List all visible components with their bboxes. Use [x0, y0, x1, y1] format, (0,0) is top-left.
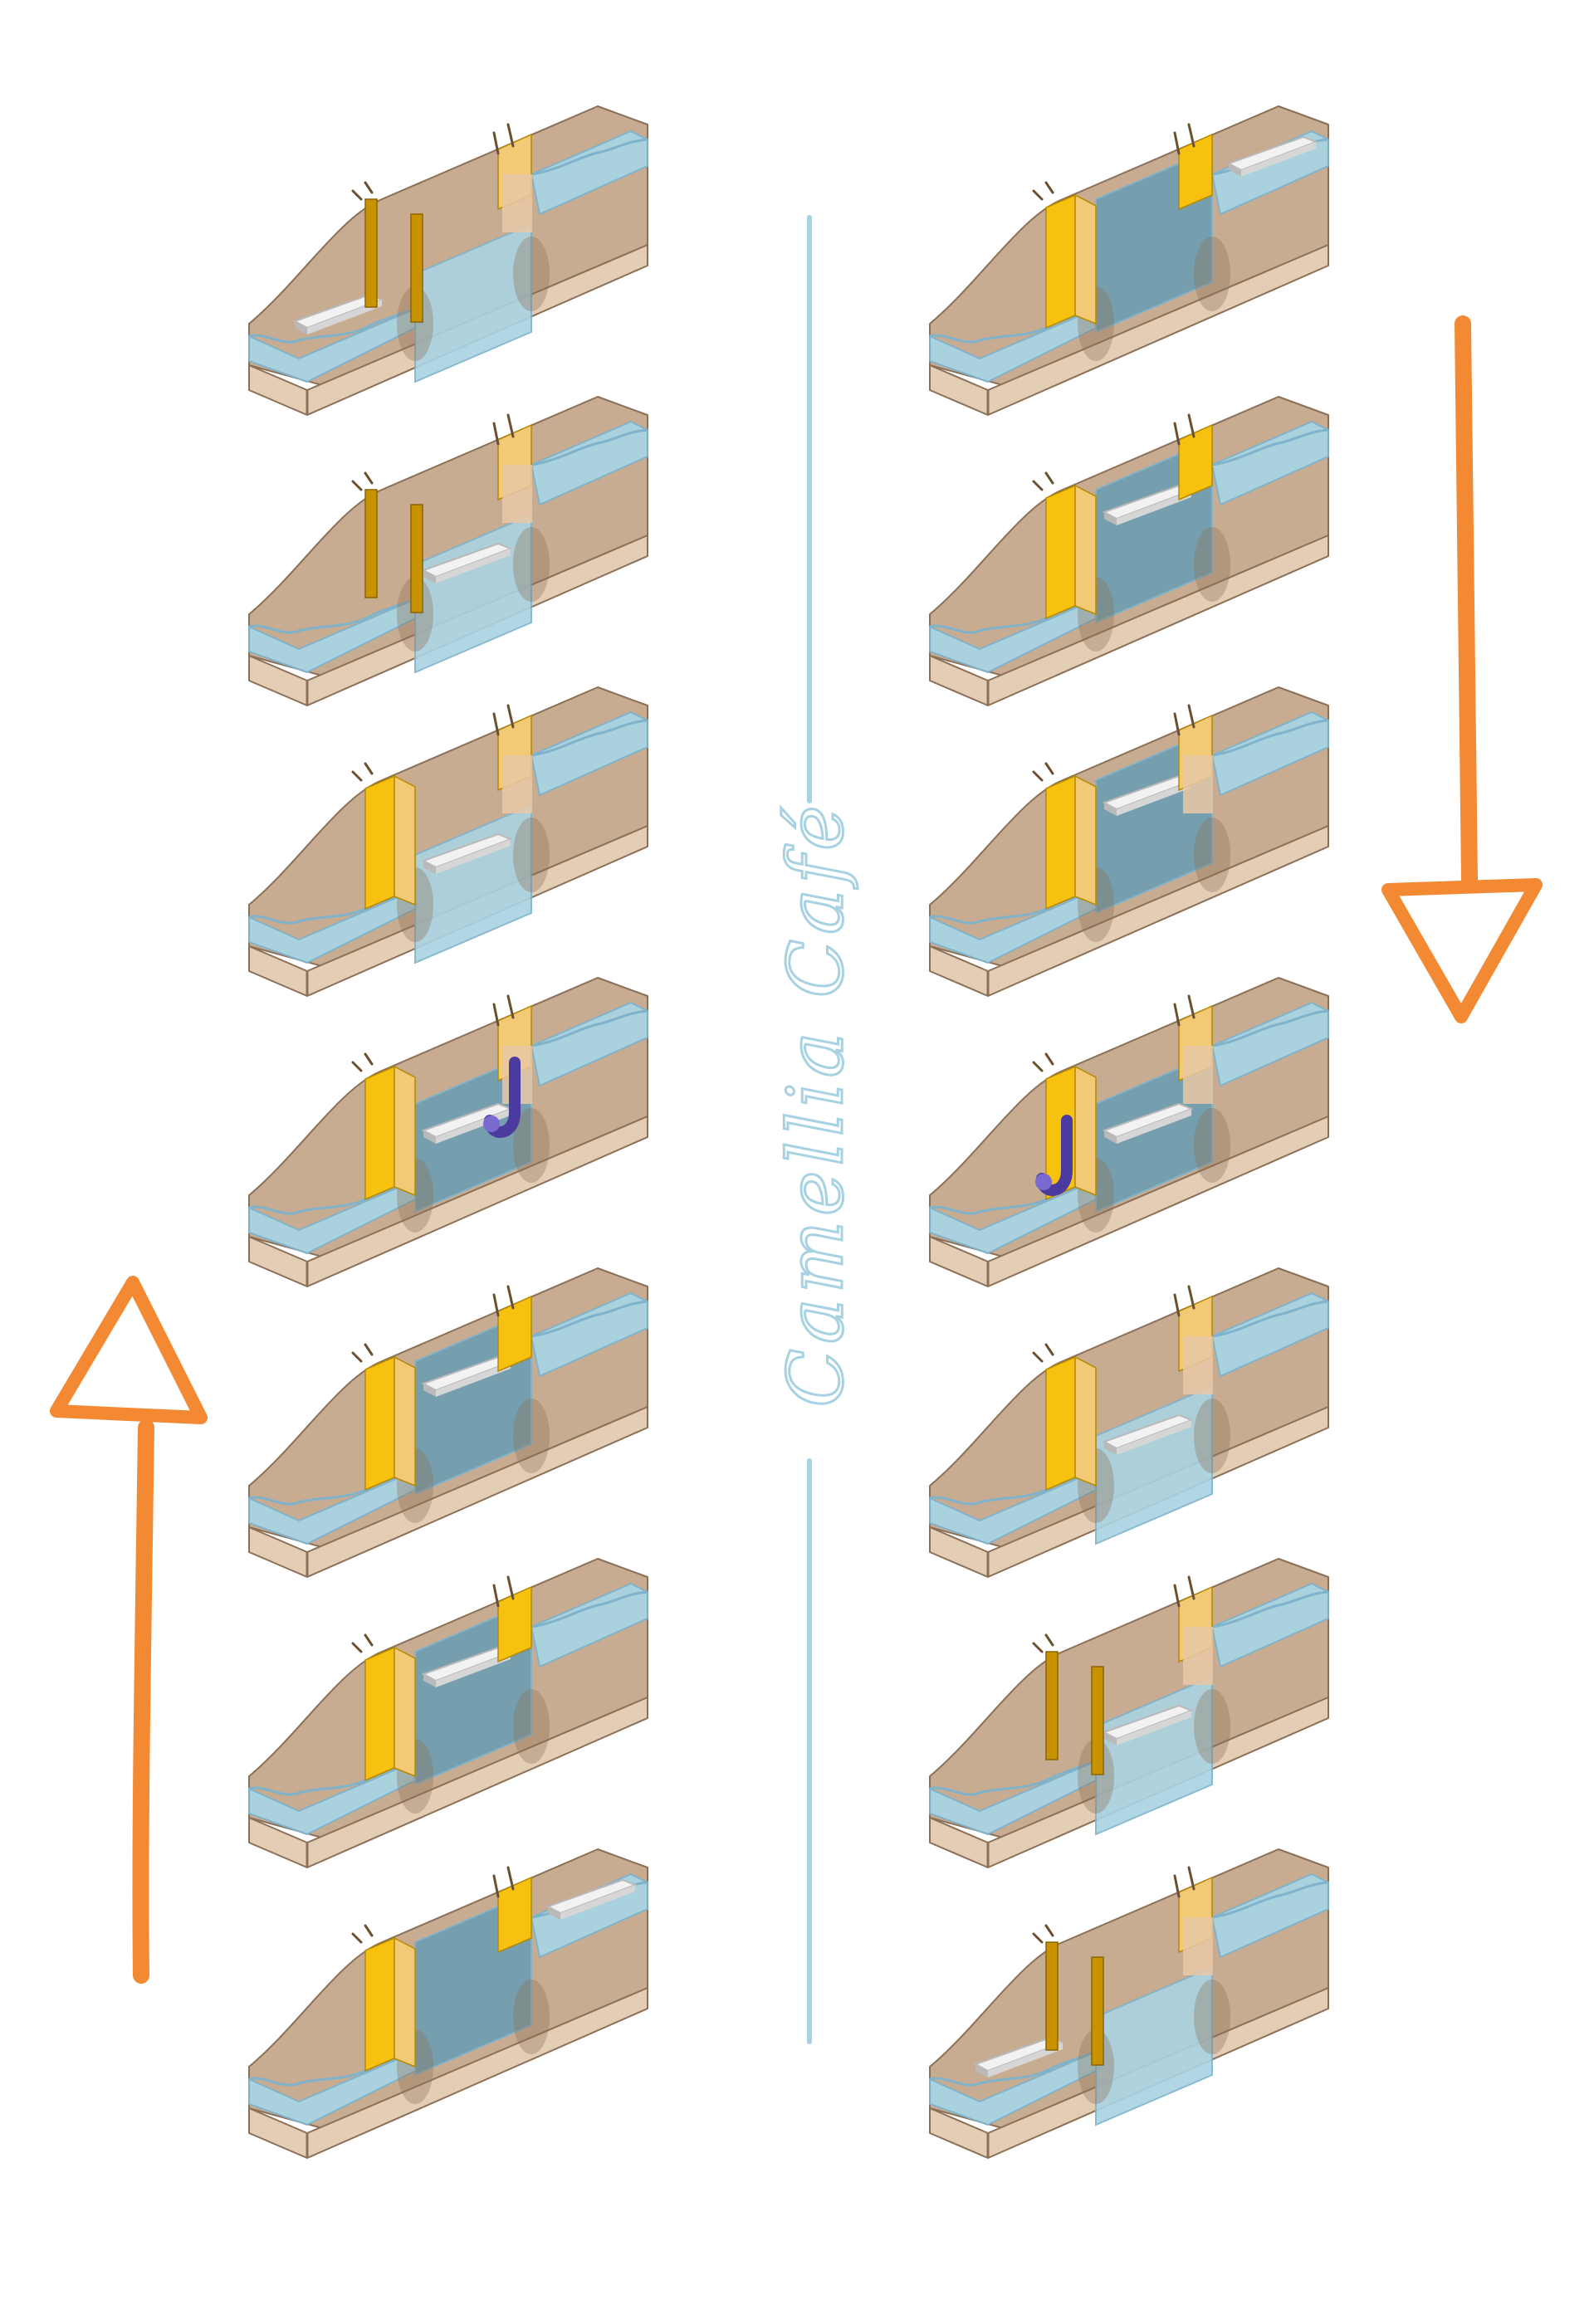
lower-channel-water	[929, 1470, 1105, 1545]
lower-channel-water	[929, 1760, 1105, 1835]
upstream-lock-gate	[1173, 994, 1213, 1104]
downstream-lock-gate	[351, 1052, 416, 1201]
upstream-lock-gate	[1173, 1285, 1213, 1394]
upstream-lock-gate	[1173, 123, 1213, 211]
water-pump-icon	[1035, 1115, 1073, 1196]
downstream-lock-gate	[1032, 181, 1097, 330]
lock-chamber-water	[414, 222, 532, 383]
upper-channel-water	[1210, 1582, 1329, 1668]
downstream-lock-gate	[1032, 1633, 1104, 1775]
lock-stage-panels	[248, 105, 1329, 2159]
upper-channel-water	[530, 1291, 648, 1378]
upper-channel-water	[1210, 420, 1329, 506]
upstream-lock-gate	[492, 123, 532, 232]
cafe-title: Camellia Café	[771, 800, 860, 1407]
boat	[1102, 484, 1194, 525]
lower-channel-water	[248, 1179, 424, 1254]
upstream-lock-gate	[492, 1575, 532, 1663]
downstream-lock-gate	[351, 1633, 416, 1782]
upper-channel-water	[1210, 1001, 1329, 1087]
downstream-lock-gate	[1032, 471, 1097, 620]
lock-stage-left-7	[248, 1848, 648, 2159]
lock-stage-right-5	[929, 1267, 1329, 1578]
boat	[1102, 1413, 1194, 1455]
lower-channel-water	[248, 889, 424, 964]
upper-channel-water	[530, 1001, 648, 1087]
lower-channel-water	[929, 889, 1105, 964]
boat	[292, 293, 384, 334]
lock-stage-left-4	[248, 977, 648, 1287]
lock-stage-left-1	[248, 105, 648, 416]
upper-channel-water	[1210, 1291, 1329, 1378]
upper-channel-water	[530, 710, 648, 797]
upward-arrow-icon	[50, 1276, 208, 1984]
lock-stage-left-6	[248, 1558, 648, 1868]
downstream-lock-gate	[351, 762, 416, 911]
lock-stage-right-3	[929, 686, 1329, 997]
lower-channel-water	[929, 2051, 1105, 2126]
upper-channel-water	[530, 1582, 648, 1668]
upper-channel-water	[1210, 1872, 1329, 1959]
upper-channel-water	[1210, 710, 1329, 797]
downstream-lock-gate	[1032, 1924, 1104, 2066]
water-pump-icon	[483, 1057, 521, 1138]
upper-channel-water	[530, 420, 648, 506]
downstream-lock-gate	[1032, 762, 1097, 911]
upper-channel-water	[530, 129, 648, 216]
downstream-lock-gate	[1032, 1343, 1097, 1492]
upstream-lock-gate	[1173, 1575, 1213, 1685]
lower-channel-water	[929, 598, 1105, 673]
lock-stage-left-3	[248, 686, 648, 997]
upstream-lock-gate	[1173, 413, 1213, 501]
downward-arrow-icon	[1381, 315, 1543, 1023]
lock-stage-right-4	[929, 977, 1329, 1287]
downstream-lock-gate	[351, 1924, 416, 2073]
upstream-lock-gate	[492, 704, 532, 813]
lower-channel-water	[248, 598, 424, 673]
boat	[421, 832, 513, 874]
lock-stage-right-6	[929, 1558, 1329, 1868]
boat	[973, 2036, 1065, 2077]
lower-channel-water	[248, 2051, 424, 2126]
lock-stage-right-1	[929, 105, 1329, 416]
lock-stage-right-2	[929, 396, 1329, 706]
boat	[1102, 1704, 1194, 1745]
lower-channel-water	[248, 308, 424, 383]
lower-channel-water	[929, 308, 1105, 383]
downstream-lock-gate	[351, 471, 423, 613]
lock-stage-right-7	[929, 1848, 1329, 2159]
lock-stage-left-5	[248, 1267, 648, 1578]
upstream-lock-gate	[492, 1866, 532, 1954]
lower-channel-water	[929, 1179, 1105, 1254]
downstream-lock-gate	[351, 181, 423, 323]
upstream-lock-gate	[1173, 1866, 1213, 1975]
downstream-lock-gate	[351, 1343, 416, 1492]
upstream-lock-gate	[1173, 704, 1213, 813]
boat	[1226, 135, 1318, 177]
boat	[421, 542, 513, 583]
lock-stage-left-2	[248, 396, 648, 706]
lock-chamber-water	[1095, 1965, 1213, 2126]
upstream-lock-gate	[492, 1285, 532, 1373]
upstream-lock-gate	[492, 413, 532, 523]
lower-channel-water	[248, 1760, 424, 1835]
boat	[1102, 1102, 1194, 1144]
boat	[545, 1878, 638, 1920]
lower-channel-water	[248, 1470, 424, 1545]
